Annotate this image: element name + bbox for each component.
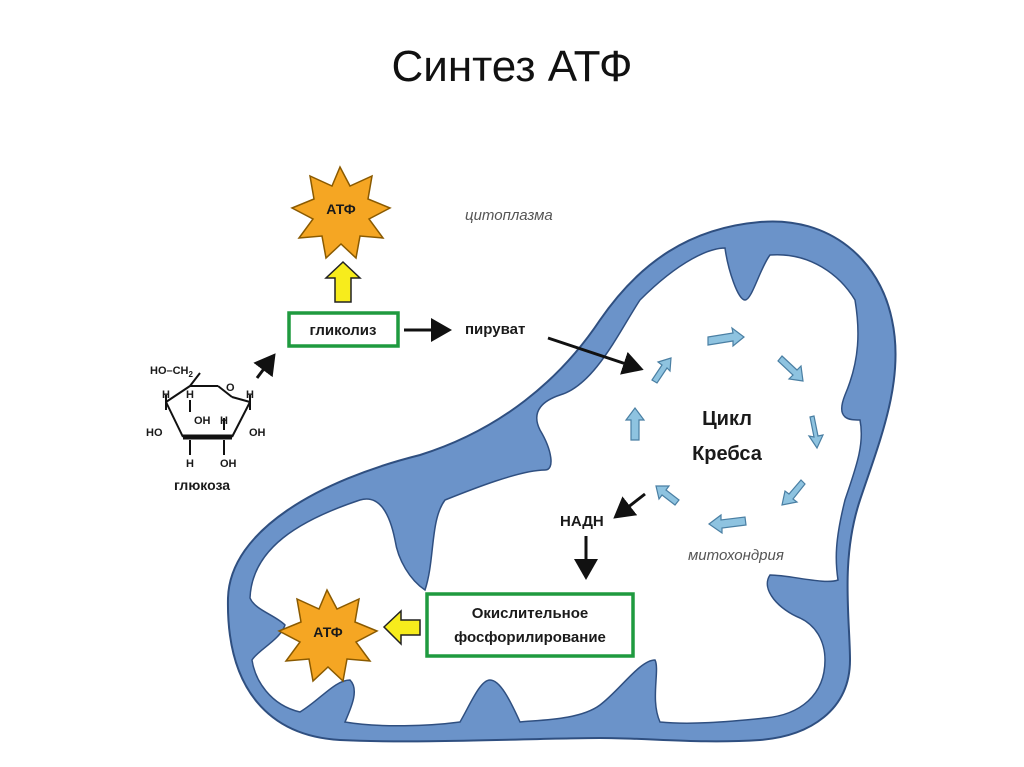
- arrow-glucose-to-glycolysis: [253, 353, 276, 379]
- glucose-oh-2: OH: [249, 427, 266, 439]
- atp-star-top: [290, 165, 392, 260]
- oxidative-phosphorylation-box: [425, 592, 635, 658]
- glucose-oh-3: OH: [220, 458, 237, 470]
- glucose-oh-1: OH: [194, 415, 211, 427]
- krebs-arrow-4: [781, 479, 806, 506]
- glucose-ho: HO: [146, 427, 163, 439]
- slide-title: Синтез АТФ: [391, 42, 633, 91]
- cytoplasm-label: цитоплазма: [465, 207, 553, 224]
- krebs-arrow-1: [707, 326, 745, 348]
- glucose-ch2oh: HO–CH2: [150, 365, 194, 379]
- krebs-arrow-3: [807, 415, 825, 450]
- mitochondrion-matrix: [249, 247, 863, 727]
- krebs-arrow-5: [707, 513, 747, 535]
- krebs-arrow-2: [777, 355, 804, 382]
- arrow-krebs-to-nadh: [613, 492, 646, 519]
- glucose-structure: [165, 372, 251, 455]
- glucose-h-5: H: [186, 458, 194, 470]
- krebs-arrow-7: [624, 407, 646, 441]
- oxphos-label-2: фосфорилирование: [454, 629, 606, 646]
- yellow-arrow-up: [324, 260, 362, 303]
- mitochondrion-label: митохондрия: [688, 547, 784, 564]
- glucose-h-4: H: [220, 415, 228, 427]
- nadh-label: НАДН: [560, 513, 604, 530]
- atp-star-bottom: [277, 588, 379, 683]
- krebs-cycle-label-2: Кребса: [692, 443, 763, 465]
- glucose-h-1: H: [186, 389, 194, 401]
- krebs-cycle-arrows: [624, 326, 825, 535]
- yellow-arrow-left: [382, 609, 421, 646]
- krebs-arrow-6: [655, 485, 680, 506]
- atp-label-top: АТФ: [326, 201, 355, 217]
- arrow-pyruvate-to-krebs: [547, 336, 644, 375]
- glucose-ring-o: O: [226, 382, 235, 394]
- glucose-label: глюкоза: [174, 477, 230, 493]
- krebs-cycle-label-1: Цикл: [702, 408, 752, 430]
- glucose-h-2: H: [162, 389, 170, 401]
- glucose-atom-labels: HO–CH2 O H H H OH H HO OH H OH: [146, 365, 266, 470]
- glycolysis-label: гликолиз: [310, 322, 377, 339]
- pyruvate-label: пируват: [465, 321, 525, 338]
- glucose-h-3: H: [246, 389, 254, 401]
- oxphos-label-1: Окислительное: [472, 605, 589, 622]
- glycolysis-box: [287, 311, 400, 348]
- atp-label-bottom: АТФ: [313, 624, 342, 640]
- krebs-arrow-8: [651, 357, 672, 384]
